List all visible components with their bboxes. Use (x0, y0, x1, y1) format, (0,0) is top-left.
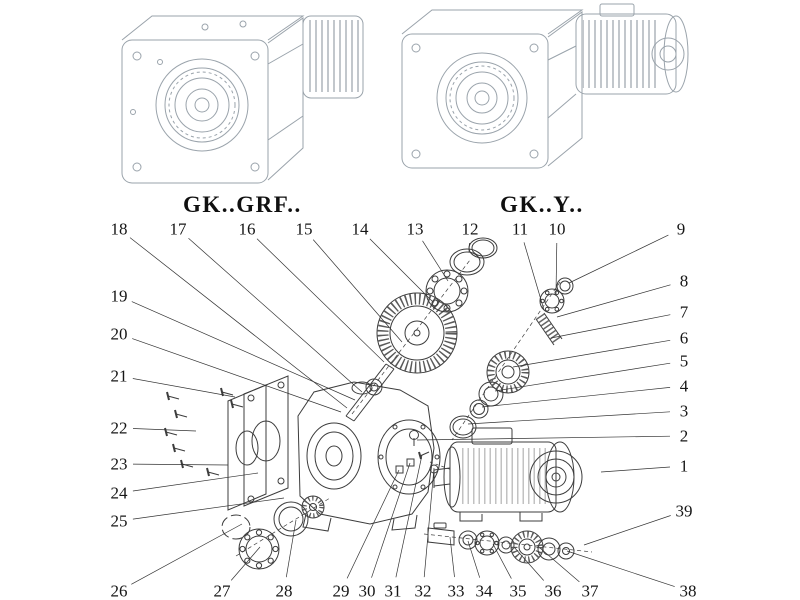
part-number-5: 5 (679, 351, 689, 371)
leader-line-2 (416, 435, 671, 441)
leader-line-6 (512, 339, 671, 368)
leader-line-30 (371, 462, 411, 578)
leader-line-13 (422, 240, 449, 282)
leader-line-28 (285, 519, 297, 578)
part-number-12: 12 (461, 219, 479, 239)
part-number-27: 27 (213, 581, 231, 600)
leader-line-11 (523, 242, 545, 311)
part-number-39: 39 (675, 501, 693, 521)
part-number-21: 21 (110, 366, 128, 386)
part-number-23: 23 (110, 454, 128, 474)
part-number-37: 37 (581, 581, 599, 600)
part-number-9: 9 (676, 219, 686, 239)
leader-line-24 (132, 472, 259, 492)
leader-line-5 (494, 362, 671, 392)
part-number-3: 3 (679, 401, 689, 421)
part-number-8: 8 (679, 271, 689, 291)
part-number-30: 30 (358, 581, 376, 600)
leader-line-31 (395, 454, 423, 578)
leader-line-19 (131, 301, 356, 401)
part-number-29: 29 (332, 581, 350, 600)
leader-line-39 (583, 515, 671, 546)
leader-line-38 (566, 550, 675, 587)
part-number-17: 17 (169, 219, 187, 239)
part-number-20: 20 (110, 324, 128, 344)
output-bearing-parts-drawing (221, 495, 331, 570)
leader-line-34 (467, 540, 481, 578)
part-number-28: 28 (275, 581, 293, 600)
part-number-16: 16 (238, 219, 256, 239)
leader-line-36 (513, 546, 544, 581)
part-number-34: 34 (475, 581, 493, 600)
part-number-25: 25 (110, 511, 128, 531)
gearbox-y-drawing (401, 3, 689, 169)
gearbox-grf-drawing (121, 15, 364, 184)
part-number-13: 13 (406, 219, 424, 239)
leader-line-9 (568, 234, 669, 284)
leader-line-22 (132, 428, 197, 432)
leader-line-33 (449, 536, 455, 578)
part-number-14: 14 (351, 219, 369, 239)
leader-line-7 (550, 314, 671, 339)
part-number-18: 18 (110, 219, 128, 239)
leader-line-23 (132, 463, 229, 466)
part-number-7: 7 (679, 302, 689, 322)
part-number-6: 6 (679, 328, 689, 348)
leader-line-4 (481, 387, 671, 408)
leader-line-25 (132, 497, 285, 520)
leader-line-20 (132, 338, 342, 413)
part-number-1: 1 (679, 456, 689, 476)
part-number-11: 11 (511, 219, 529, 239)
leader-line-37 (539, 547, 580, 583)
part-number-4: 4 (679, 376, 689, 396)
part-number-32: 32 (414, 581, 432, 600)
fastener-parts-drawing (395, 430, 439, 474)
part-number-2: 2 (679, 426, 689, 446)
leader-line-1 (600, 466, 671, 473)
part-number-31: 31 (384, 581, 402, 600)
variant-title-y: GK..Y.. (500, 192, 584, 217)
part-number-10: 10 (548, 219, 566, 239)
leader-line-32 (423, 467, 435, 578)
leader-line-14 (369, 238, 433, 302)
leader-line-3 (467, 411, 671, 425)
part-number-35: 35 (509, 581, 527, 600)
leader-line-21 (132, 378, 236, 398)
leader-line-16 (256, 238, 385, 363)
part-number-24: 24 (110, 483, 128, 503)
part-number-22: 22 (110, 418, 128, 438)
leader-line-15 (312, 239, 403, 343)
leader-lines-layer (129, 234, 675, 587)
leader-line-10 (555, 242, 558, 295)
leader-line-8 (556, 284, 671, 318)
part-number-26: 26 (110, 581, 128, 600)
output-shaft-parts-drawing (423, 522, 593, 564)
motor-drawing (433, 427, 583, 522)
leader-line-17 (188, 238, 363, 393)
variant-title-grf: GK..GRF.. (183, 192, 302, 217)
input-gear-stack-drawing (345, 237, 498, 422)
leader-line-29 (346, 469, 400, 579)
part-number-19: 19 (110, 286, 128, 306)
leader-line-18 (129, 237, 348, 409)
flange-plates-drawing (227, 375, 289, 511)
part-number-36: 36 (544, 581, 562, 600)
leader-line-35 (492, 543, 512, 579)
leader-line-27 (230, 546, 261, 581)
leader-line-26 (131, 523, 243, 585)
part-number-33: 33 (447, 581, 465, 600)
housing-drawing (297, 259, 471, 532)
part-number-38: 38 (679, 581, 697, 600)
part-number-15: 15 (295, 219, 313, 239)
